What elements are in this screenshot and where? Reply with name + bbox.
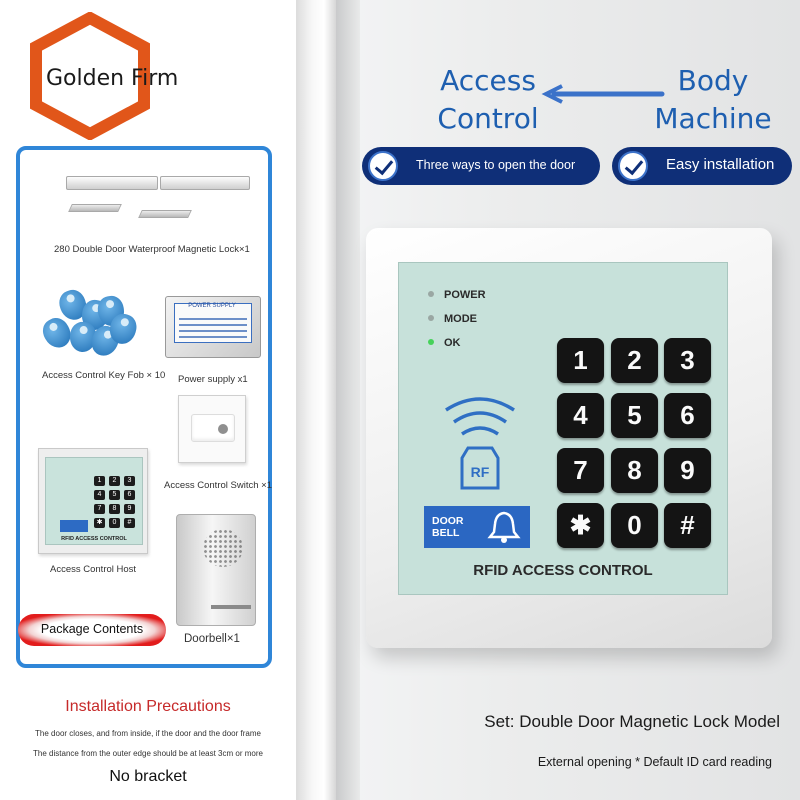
host-key: ✱ (94, 518, 105, 528)
keypad-key-1[interactable]: 1 (557, 338, 604, 383)
host-key: 9 (124, 504, 135, 514)
keypad-key-9[interactable]: 9 (664, 448, 711, 493)
feature-pill: Easy installation (612, 147, 792, 185)
package-contents-badge-text: Package Contents (40, 622, 144, 636)
item-host-label: Access Control Host (50, 564, 137, 575)
device-title: RFID ACCESS CONTROL (473, 562, 653, 579)
item-power-supply-label: Power supply x1 (178, 374, 248, 385)
brand-hexagon-icon (30, 12, 150, 140)
installation-note: The distance from the outer edge should … (33, 749, 263, 758)
power-led-icon (428, 291, 434, 297)
no-bracket-label: No bracket (109, 768, 187, 785)
package-contents-badge: Package Contents (18, 614, 166, 646)
keypad-key-7[interactable]: 7 (557, 448, 604, 493)
door-frame-trim (296, 0, 336, 800)
host-title: RFID ACCESS CONTROL (61, 536, 127, 542)
set-model-line: Set: Double Door Magnetic Lock Model (484, 712, 780, 731)
rf-label: RF (470, 464, 490, 480)
doorbell-label: DOOR BELL (432, 515, 464, 539)
feature-text: Easy installation (666, 156, 775, 173)
host-key: 2 (109, 476, 120, 486)
host-key: 0 (109, 518, 120, 528)
ok-led-icon (428, 339, 434, 345)
psu-label-text: POWER SUPPLY (188, 303, 236, 309)
power-supply-icon: POWER SUPPLY (165, 296, 261, 358)
exit-switch-icon (178, 395, 246, 463)
doorbell-icon (176, 514, 256, 626)
keypad-key-0[interactable]: 0 (611, 503, 658, 548)
led-label-power: POWER (444, 289, 486, 301)
feature-pill: Three ways to open the door (362, 147, 600, 185)
doorbell-button[interactable]: DOOR BELL (424, 506, 530, 548)
keypad-key-4[interactable]: 4 (557, 393, 604, 438)
check-icon (368, 151, 398, 181)
item-switch-label: Access Control Switch ×1 (164, 480, 272, 491)
item-key-fob-label: Access Control Key Fob × 10 (42, 370, 166, 381)
led-label-ok: OK (444, 337, 461, 349)
mode-led-icon (428, 315, 434, 321)
item-magnetic-lock-label: 280 Double Door Waterproof Magnetic Lock… (54, 244, 250, 255)
installation-title: Installation Precautions (65, 698, 231, 715)
keypad-key-5[interactable]: 5 (611, 393, 658, 438)
keypad-key-hash[interactable]: # (664, 503, 711, 548)
header-title-right: Body Machine (654, 64, 772, 135)
rf-reader-icon (445, 397, 515, 490)
keypad-key-8[interactable]: 8 (611, 448, 658, 493)
check-icon (618, 151, 648, 181)
keypad-key-3[interactable]: 3 (664, 338, 711, 383)
led-label-mode: MODE (444, 313, 477, 325)
host-key: 4 (94, 490, 105, 500)
bell-icon (487, 511, 521, 543)
host-doorbell-icon (60, 520, 88, 532)
feature-text: Three ways to open the door (416, 158, 576, 172)
brand-name: Golden Firm (46, 66, 179, 91)
keypad-key-star[interactable]: ✱ (557, 503, 604, 548)
host-key: 7 (94, 504, 105, 514)
host-key: 3 (124, 476, 135, 486)
item-doorbell-label: Doorbell×1 (184, 633, 240, 645)
package-panel: Golden Firm 280 Double Door Waterproof M… (0, 0, 296, 800)
host-key: 5 (109, 490, 120, 500)
host-key: 8 (109, 504, 120, 514)
host-key: 1 (94, 476, 105, 486)
access-host-icon: 1 2 3 4 5 6 7 8 9 ✱ 0 # RFID ACCESS CONT… (38, 448, 148, 554)
installation-note: The door closes, and from inside, if the… (35, 729, 261, 738)
door-frame-shadow (336, 0, 360, 800)
arrow-left-icon (541, 84, 665, 104)
keypad-key-2[interactable]: 2 (611, 338, 658, 383)
keypad-key-6[interactable]: 6 (664, 393, 711, 438)
external-opening-line: External opening * Default ID card readi… (537, 755, 772, 769)
host-key: 6 (124, 490, 135, 500)
host-key: # (124, 518, 135, 528)
header-title-left: Access Control (437, 64, 539, 135)
